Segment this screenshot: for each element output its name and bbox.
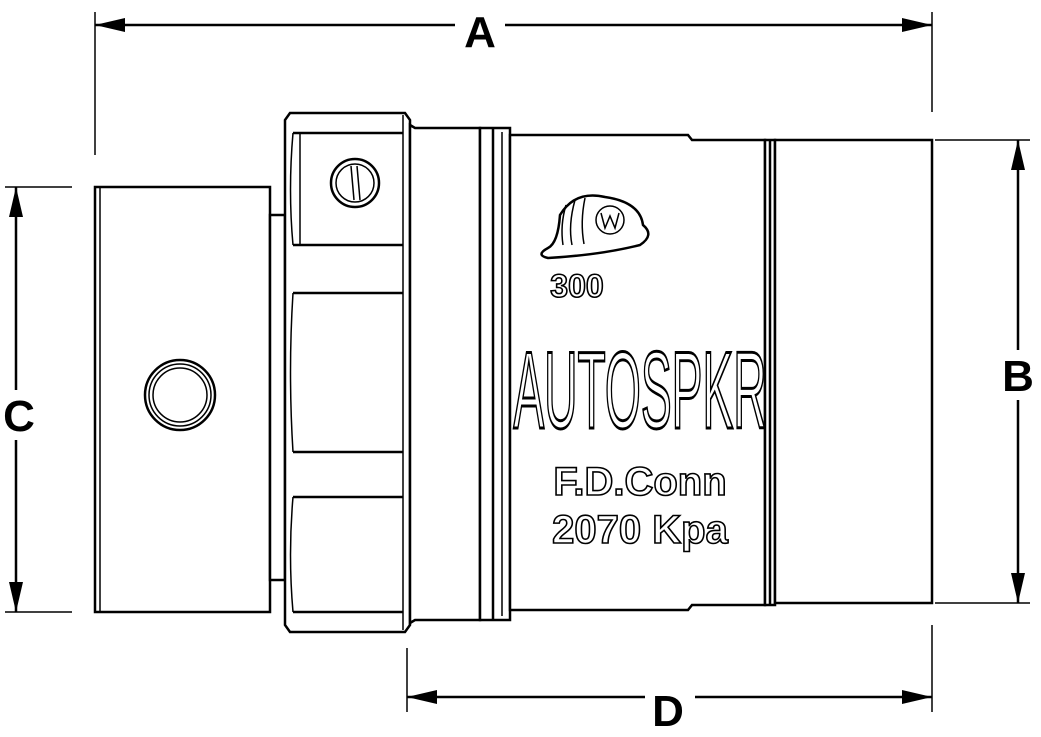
collar (408, 122, 482, 626)
dimension-c-label: C (3, 392, 35, 441)
step-collar (268, 213, 287, 582)
model-number: 300 (550, 268, 603, 304)
dimension-c: C (0, 186, 72, 613)
brand-name-group: AUTOSPKR (512, 328, 767, 453)
hex-nut (283, 111, 412, 634)
outlet-section (773, 138, 934, 605)
port-plug-icon (143, 358, 217, 432)
dimension-a: A (94, 5, 933, 155)
helmet-logo-icon (540, 194, 650, 260)
dimension-a-label: A (464, 8, 496, 57)
pressure-rating: 2070 Kpa (552, 508, 728, 552)
left-cap (93, 185, 272, 614)
brand-name: AUTOSPKR (513, 329, 766, 452)
connection-type: F.D.Conn (553, 460, 726, 504)
dimension-d: D (406, 625, 933, 736)
dimension-b: B (935, 139, 1040, 604)
dimension-b-label: B (1002, 352, 1034, 401)
set-screw-icon (329, 157, 381, 209)
dimension-d-label: D (652, 687, 684, 736)
rings (478, 126, 512, 622)
